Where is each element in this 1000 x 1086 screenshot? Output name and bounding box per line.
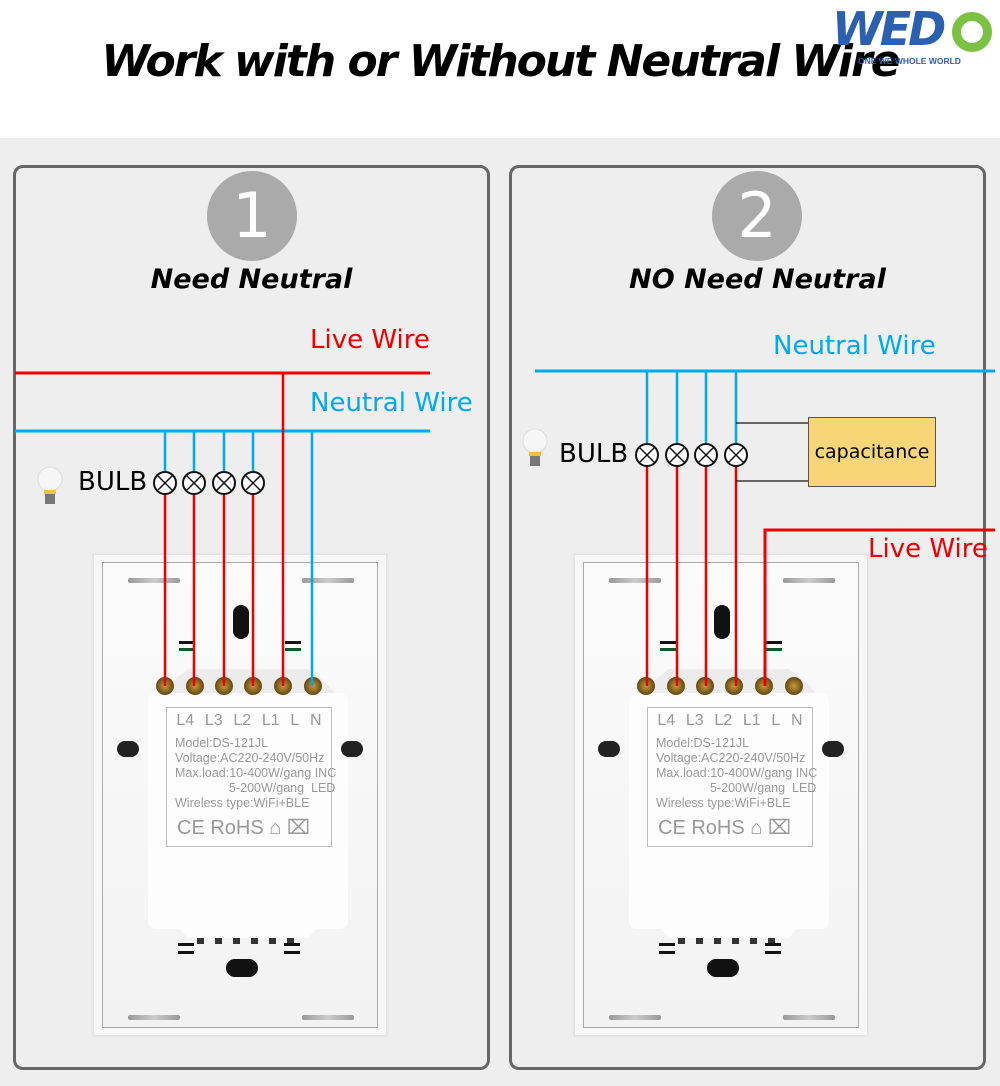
spec-model: Model:DS-121JL: [656, 736, 750, 750]
lamp-symbol-icon: [182, 471, 206, 495]
capacitor-box: capacitance: [808, 417, 936, 487]
spec-wireless: Wireless type:WiFi+BLE: [656, 796, 791, 810]
mount-hole: [714, 605, 730, 639]
panel-1-title: Need Neutral: [150, 264, 353, 295]
live-wire-label-1: Live Wire: [310, 325, 430, 355]
spec-maxload-led: 5-200W/gang: [710, 781, 786, 795]
house-icon: ⌂: [750, 817, 763, 839]
house-icon: ⌂: [269, 817, 282, 839]
switch-back-1: L4 L3 L2 L1 L N Model:DS-121JL Voltage:A…: [93, 554, 387, 1036]
logo-tagline: ONE WE WHOLE WORLD: [858, 56, 961, 66]
terminal-label-l2: L2: [714, 712, 733, 729]
terminal-label-l3: L3: [685, 712, 704, 729]
lamp-symbols-1: [153, 471, 265, 495]
lamp-symbol-icon: [212, 471, 236, 495]
spec-voltage: Voltage:AC220-240V/50Hz: [175, 751, 325, 765]
page-title: Work with or Without Neutral Wire: [101, 36, 900, 87]
weee-bin-icon: ⌧: [767, 817, 791, 839]
logo-wordmark: WED: [832, 2, 946, 56]
terminal-label-l2: L2: [233, 712, 252, 729]
spec-wireless: Wireless type:WiFi+BLE: [175, 796, 310, 810]
panel-2-title: NO Need Neutral: [629, 264, 886, 295]
spec-label: L4 L3 L2 L1 L N Model:DS-121JL Voltage:A…: [647, 707, 817, 847]
lamp-symbols-2: [635, 443, 748, 467]
terminal-label-l3: L3: [204, 712, 223, 729]
lamp-symbol-icon: [635, 443, 659, 467]
switch-frame: L4 L3 L2 L1 L N Model:DS-121JL Voltage:A…: [102, 562, 378, 1028]
weee-bin-icon: ⌧: [286, 817, 310, 839]
terminal-screw: [725, 677, 743, 695]
bulb-feeds-1: [163, 431, 255, 686]
logo-o-ring-icon: [952, 12, 992, 52]
lamp-symbol-icon: [694, 443, 718, 467]
panel-need-neutral: [13, 165, 490, 1070]
bulb-label-2: BULB: [559, 439, 629, 469]
light-bulb-icon: [522, 428, 548, 466]
terminal-label-l: L: [290, 712, 300, 729]
switch-frame: L4 L3 L2 L1 L N Model:DS-121JL Voltage:A…: [583, 562, 859, 1028]
switch-back-2: L4 L3 L2 L1 L N Model:DS-121JL Voltage:A…: [574, 554, 868, 1036]
panel-no-need-neutral: [509, 165, 986, 1070]
bulb-feeds-2: [645, 371, 738, 686]
spec-maxload-inc: Max.load:10-400W/gang: [175, 766, 312, 780]
terminal-label-n: N: [791, 712, 803, 729]
lamp-symbol-icon: [665, 443, 689, 467]
spec-led: LED: [792, 781, 817, 795]
spec-maxload-inc: Max.load:10-400W/gang: [656, 766, 793, 780]
spec-voltage: Voltage:AC220-240V/50Hz: [656, 751, 806, 765]
neutral-wire-label-1: Neutral Wire: [310, 388, 473, 418]
bulb-label-1: BULB: [78, 467, 148, 497]
terminal-label-l: L: [771, 712, 781, 729]
live-wire-2: [763, 528, 995, 686]
terminal-screw: [785, 677, 803, 695]
spec-model: Model:DS-121JL: [175, 736, 269, 750]
terminal-label-l1: L1: [742, 712, 761, 729]
spec-label: L4 L3 L2 L1 L N Model:DS-121JL Voltage:A…: [166, 707, 336, 847]
lamp-symbol-icon: [153, 471, 177, 495]
step-number-1: 1: [207, 171, 297, 261]
lamp-symbol-icon: [724, 443, 748, 467]
cert-marks: CE RoHS: [658, 817, 745, 839]
terminal-label-l1: L1: [261, 712, 280, 729]
brand-logo: WED ONE WE WHOLE WORLD: [832, 2, 992, 68]
terminal-label-n: N: [310, 712, 322, 729]
live-wire-label-2: Live Wire: [868, 534, 988, 564]
lamp-symbol-icon: [241, 471, 265, 495]
spec-inc: INC: [795, 766, 818, 780]
step-number-2: 2: [712, 171, 802, 261]
cert-marks: CE RoHS: [177, 817, 264, 839]
spec-led: LED: [311, 781, 336, 795]
spec-maxload-led: 5-200W/gang: [229, 781, 305, 795]
mount-hole: [233, 605, 249, 639]
header: [0, 0, 1000, 138]
terminal-label-l4: L4: [657, 712, 676, 729]
spec-inc: INC: [314, 766, 337, 780]
terminal-label-l4: L4: [176, 712, 195, 729]
mount-hole: [226, 959, 258, 977]
mount-hole: [707, 959, 739, 977]
neutral-wire-label-2: Neutral Wire: [773, 331, 936, 361]
light-bulb-icon: [37, 466, 63, 504]
